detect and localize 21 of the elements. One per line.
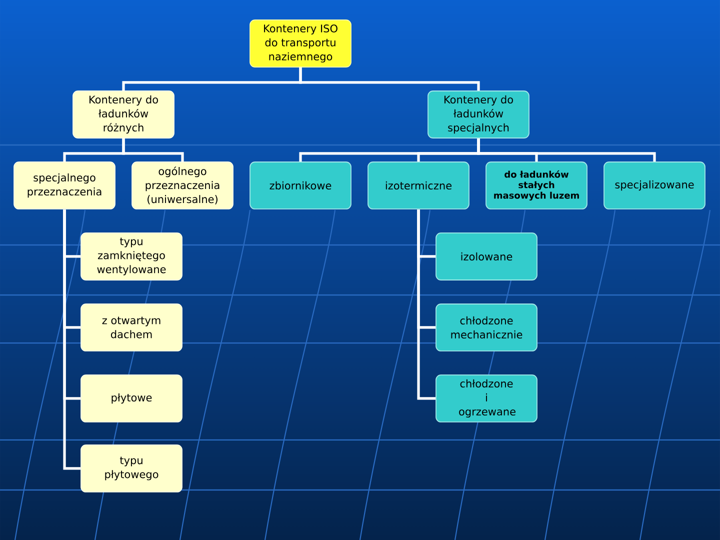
org-box: do ładunków stałych masowych luzem — [486, 162, 588, 210]
org-box: specjalnego przeznaczenia — [14, 162, 116, 210]
org-box: zbiornikowe — [250, 162, 352, 210]
org-box: izotermiczne — [368, 162, 470, 210]
connector-line — [122, 138, 184, 162]
org-box: izolowane — [436, 232, 538, 280]
org-box: chłodzone i ogrzewane — [436, 374, 538, 422]
connector-line — [417, 209, 436, 400]
org-box: Kontenery do ładunków różnych — [72, 90, 174, 138]
org-box: specjalizowane — [604, 162, 706, 210]
org-box: typu płytowego — [80, 444, 182, 492]
org-box: Kontenery do ładunków specjalnych — [428, 90, 530, 138]
connector-line — [299, 67, 480, 91]
connector-line — [63, 209, 81, 470]
org-box: ogólnego przeznaczenia (uniwersalne) — [132, 162, 234, 210]
org-box: płytowe — [80, 374, 182, 422]
org-box: Kontenery ISO do transportu naziemnego — [250, 20, 352, 68]
connector-line — [477, 138, 656, 162]
org-box: z otwartym dachem — [80, 304, 182, 352]
org-box: chłodzone mechanicznie — [436, 304, 538, 352]
org-box: typu zamkniętego wentylowane — [80, 232, 182, 280]
